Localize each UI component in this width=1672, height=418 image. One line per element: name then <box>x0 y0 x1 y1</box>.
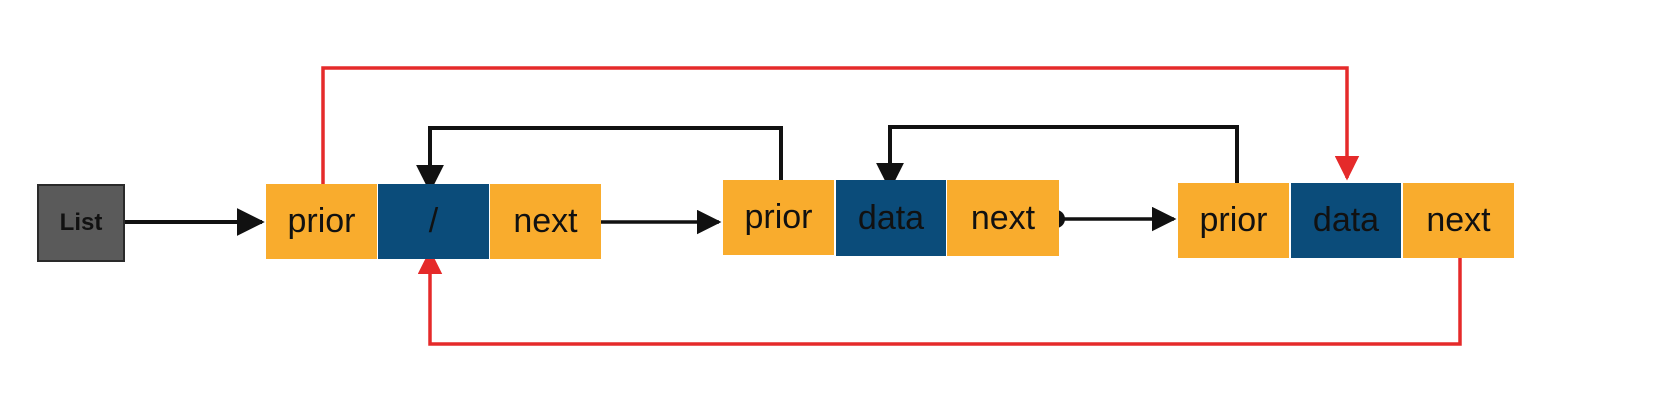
node-1-prior-field: prior <box>266 184 377 259</box>
node-2-next-field: next <box>947 180 1059 256</box>
arrow-node3-next-to-node1-data <box>417 248 1462 346</box>
node-2-data-label: data <box>857 198 925 237</box>
node-1-next-field: next <box>490 184 601 259</box>
node-3-next-label: next <box>1426 201 1491 239</box>
node-3-data-label: data <box>1312 201 1380 239</box>
node-2-prior-field: prior <box>723 180 834 255</box>
node-1-next-label: next <box>513 202 578 240</box>
node-3-prior-label: prior <box>1199 201 1268 239</box>
node-2-next-label: next <box>970 198 1036 237</box>
node-3-data-field: data <box>1291 183 1401 258</box>
list-head-label: List <box>59 209 103 236</box>
node-2-data-field: data <box>836 180 946 256</box>
node-1-data-field: / <box>378 184 489 259</box>
node-2-prior-label: prior <box>744 198 813 236</box>
node-3-next-field: next <box>1403 183 1514 258</box>
arrow-node1-prior-to-node3-data <box>321 66 1360 196</box>
node-3-prior-field: prior <box>1178 183 1289 258</box>
list-head: List <box>37 184 125 262</box>
node-1-prior-label: prior <box>287 202 356 240</box>
node-1-data-label: / <box>428 202 439 240</box>
